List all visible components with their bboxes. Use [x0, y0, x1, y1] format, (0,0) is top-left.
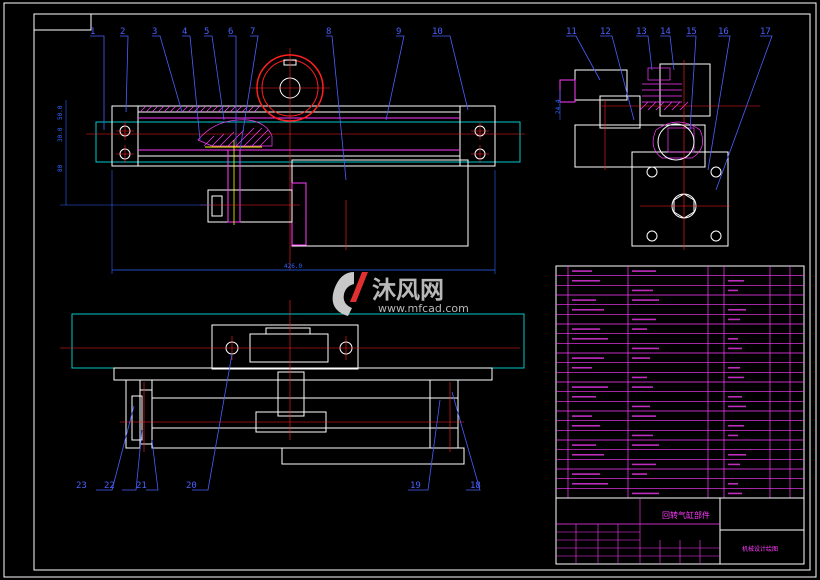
callout-14: 14	[660, 27, 671, 37]
callout-11: 11	[566, 27, 577, 37]
callout-4: 4	[182, 27, 187, 37]
bom-cell-entry	[572, 357, 604, 359]
callout-13: 13	[636, 27, 647, 37]
bom-cell-entry	[728, 289, 738, 292]
bom-cell-entry	[632, 347, 659, 350]
bom-cell-entry	[728, 337, 738, 340]
bom-cell-entry	[632, 444, 659, 446]
bom-cell-entry	[572, 395, 596, 398]
bom-cell-entry	[572, 328, 600, 330]
callout-7: 7	[250, 27, 255, 37]
bom-cell-entry	[728, 492, 742, 495]
bom-cell-entry	[632, 289, 653, 292]
lower-housing	[291, 159, 469, 247]
front-view: 426.0 50.0 30.0 80	[57, 48, 525, 274]
callout-1: 1	[90, 27, 95, 37]
callouts-front: 1 2 3 4 5 6 7 8 9 10	[90, 27, 469, 181]
bom-cell-entry	[632, 405, 650, 408]
bom-cell-entry	[728, 308, 746, 311]
bom-cell-entry	[632, 415, 656, 417]
bom-cell-entry	[632, 376, 647, 379]
bom-cell-entry	[728, 366, 740, 369]
watermark-brand: 沐风网	[372, 276, 444, 304]
bom-cell-entry	[572, 386, 608, 388]
outer-frame	[3, 2, 817, 578]
overall-length: 426.0	[284, 263, 302, 270]
bom-cell-entry	[632, 299, 659, 301]
bom-cell-entry	[728, 279, 744, 282]
bom-cell-entry	[572, 279, 600, 282]
bom-cell-entry	[632, 328, 647, 330]
callout-6: 6	[228, 27, 233, 37]
callout-17: 17	[760, 27, 771, 37]
plan-view	[60, 300, 525, 465]
callouts-plan: 23 22 21 20 19 18	[76, 353, 481, 491]
callout-2: 2	[120, 27, 125, 37]
callout-12: 12	[600, 27, 611, 37]
bom-cell-entry	[632, 386, 653, 388]
bom-table	[555, 265, 805, 499]
bom-cell-entry	[728, 424, 744, 427]
callout-5: 5	[204, 27, 209, 37]
drawing-subtitle: 机械设计绘图	[742, 545, 778, 553]
bom-cell-entry	[572, 453, 604, 456]
bom-cell-entry	[728, 395, 742, 398]
bom-cell-entry	[572, 424, 600, 427]
side-view: 24.4	[555, 60, 760, 250]
bom-cell-entry	[728, 347, 742, 350]
callout-15: 15	[686, 27, 697, 37]
callout-21: 21	[136, 481, 147, 491]
bom-cell-entry	[728, 463, 740, 466]
bom-cell-entry	[632, 434, 653, 437]
callout-16: 16	[718, 27, 729, 37]
bom-cell-entry	[572, 473, 600, 475]
bom-cell-entry	[728, 318, 740, 321]
bom-cell-entry	[572, 299, 596, 301]
bom-cell-entry	[632, 473, 647, 475]
callout-8: 8	[326, 27, 331, 37]
callout-18: 18	[470, 481, 481, 491]
drawing-border	[33, 13, 811, 571]
bom-cell-entry	[728, 405, 746, 408]
bom-cell-entry	[572, 337, 608, 340]
callouts-side: 11 12 13 14 15 16 17	[566, 27, 773, 191]
callout-20: 20	[186, 481, 197, 491]
bom-cell-entry	[572, 444, 596, 446]
bom-cell-entry	[572, 308, 604, 311]
dim-left-1: 50.0	[57, 105, 64, 120]
title-block: 回转气缸部件 机械设计绘图	[555, 497, 805, 565]
mfcad-logo-icon	[332, 272, 368, 316]
dim-right: 24.4	[555, 99, 562, 114]
callout-3: 3	[152, 27, 157, 37]
bom-cell-entry	[632, 357, 650, 359]
bom-cell-entry	[572, 270, 592, 272]
bom-cell-entry	[632, 463, 656, 466]
bom-cell-entry	[572, 366, 592, 369]
bom-cell-entry	[632, 318, 656, 321]
drawing-title: 回转气缸部件	[662, 510, 710, 520]
callout-9: 9	[396, 27, 401, 37]
bom-cell-entry	[572, 482, 608, 485]
callout-10: 10	[432, 27, 443, 37]
bom-cell-entry	[728, 482, 738, 485]
dim-left-2: 30.0	[57, 127, 64, 142]
rail	[95, 121, 521, 163]
callout-19: 19	[410, 481, 421, 491]
watermark: 沐风网 www.mfcad.com	[332, 272, 469, 316]
watermark-url: www.mfcad.com	[378, 302, 469, 315]
dim-left-3: 80	[57, 164, 64, 172]
bom-cell-entry	[572, 415, 592, 417]
bom-cell-entry	[728, 453, 746, 456]
bom-cell-entry	[632, 492, 659, 495]
callout-22: 22	[104, 481, 115, 491]
bom-cell-entry	[728, 376, 744, 379]
corner-tab	[33, 13, 92, 31]
callout-23: 23	[76, 481, 87, 491]
bom-cell-entry	[728, 434, 738, 437]
bom-cell-entry	[632, 270, 656, 272]
cylinder-body	[111, 105, 496, 167]
